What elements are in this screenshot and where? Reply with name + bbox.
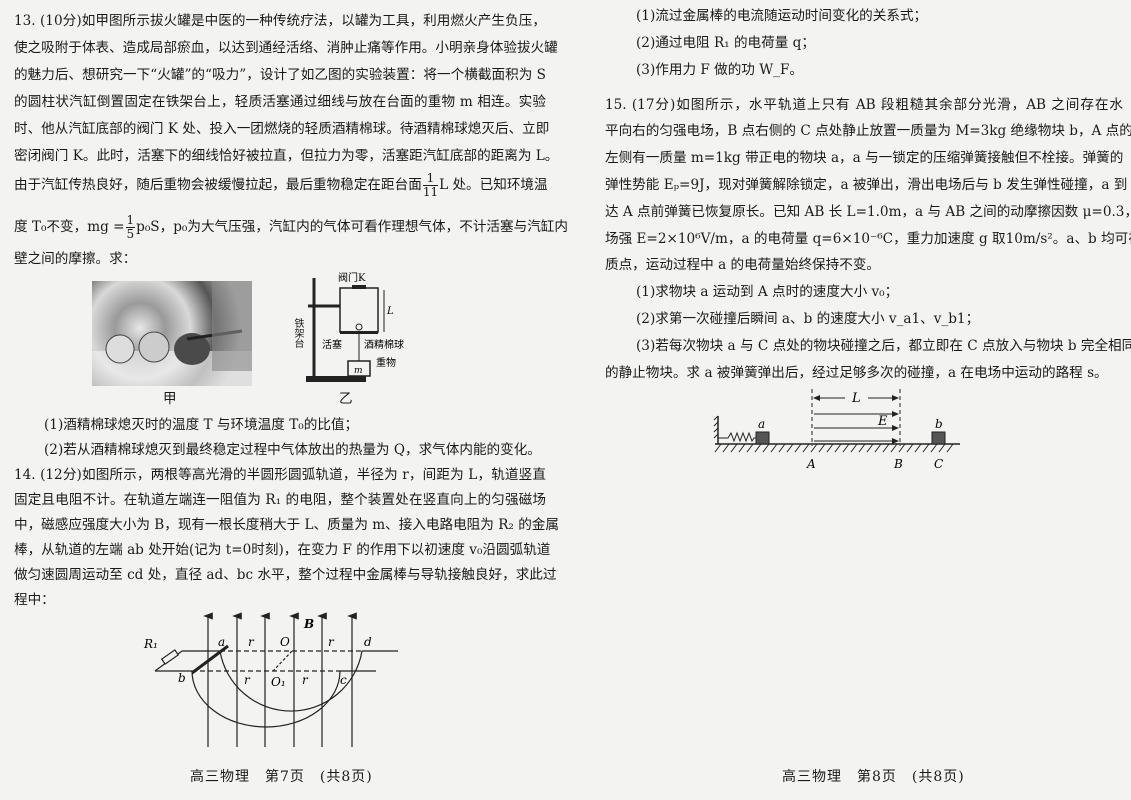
rail-diagram: R₁ a b c d O O₁ B r r r r: [143, 612, 398, 747]
radius-label: r: [328, 635, 335, 649]
cupping-photo-art: [92, 281, 252, 386]
point-d-label: d: [364, 635, 372, 649]
weight-label: 重物: [376, 356, 396, 369]
q13-line: 的魅力后、想研究一下“火罐”的“吸力”，设计了如乙图的实验装置：将一个横截面积为…: [14, 67, 546, 83]
page-footer: 高三物理 第7页 (共8页): [190, 769, 373, 785]
block-b: [931, 431, 946, 445]
apparatus-diagram: 阀门K L 活塞 酒精棉球 重物 m: [306, 271, 404, 382]
length-label: L: [386, 306, 394, 317]
radius-label: r: [244, 673, 251, 687]
block-b-label: b: [935, 417, 943, 431]
point-b-label: b: [178, 671, 186, 685]
center-o1-label: O₁: [271, 675, 286, 689]
q13-line: 13. (10分)如甲图所示拔火罐是中医的一种传统疗法，以罐为工具，利用燃火产生…: [14, 13, 546, 29]
q15-sub-question: (2)求第一次碰撞后瞬间 a、b 的速度大小 v_a1、v_b1；: [636, 311, 980, 327]
valve-label: 阀门K: [338, 271, 366, 284]
cupping-photo: [92, 281, 252, 386]
q14-sub-question: (2)通过电阻 R₁ 的电荷量 q；: [636, 35, 815, 51]
q13-sub-question: (1)酒精棉球熄灭时的温度 T 与环境温度 T₀的比值；: [44, 417, 359, 433]
point-c-label: C: [934, 457, 943, 471]
q15-line: 达 A 点前弹簧已恢复原长。已知 AB 长 L=1.0m，a 与 AB 之间的动…: [605, 204, 1131, 220]
q13-line: 壁之间的摩擦。求：: [14, 251, 137, 267]
text: 度 T₀不变，mg =: [14, 219, 125, 235]
q14-sub-question: (1)流过金属棒的电流随运动时间变化的关系式；: [636, 8, 928, 24]
q15-line: 平向右的匀强电场，B 点右侧的 C 点处静止放置一质量为 M=3kg 绝缘物块 …: [605, 123, 1131, 139]
q15-line: 弹性势能 Eₚ=9J，现对弹簧解除锁定，a 被弹出，滑出电场后与 b 发生弹性碰…: [605, 177, 1128, 193]
track-diagram: L E a b A B C: [713, 389, 960, 471]
page-footer: 高三物理 第8页 (共8页): [782, 769, 965, 785]
text: L 处。已知环境温: [439, 177, 548, 193]
radius-label: r: [302, 673, 309, 687]
q14-line: 程中：: [14, 592, 55, 608]
q14-line: 做匀速圆周运动至 cd 处，直径 ad、bc 水平，整个过程中金属棒与导轨接触良…: [14, 567, 557, 583]
stand-label: 铁架台: [292, 318, 303, 348]
q13-sub-question: (2)若从酒精棉球熄灭到最终稳定过程中气体放出的热量为 Q，求气体内能的变化。: [44, 442, 541, 458]
numerator: 1: [422, 172, 439, 186]
q14-sub-question: (3)作用力 F 做的功 W_F。: [636, 62, 804, 78]
field-b-label: B: [303, 617, 314, 631]
figure-caption-yi: 乙: [339, 391, 353, 407]
point-b-label: B: [893, 457, 903, 471]
q15-line: 左侧有一质量 m=1kg 带正电的物块 a，a 与一锁定的压缩弹簧接触但不栓接。…: [605, 150, 1124, 166]
resistor-label: R₁: [143, 637, 158, 651]
q15-line: 质点，运动过程中 a 的电荷量始终保持不变。: [605, 257, 881, 273]
field-e-label: E: [877, 414, 888, 429]
q14-line: 棒，从轨道的左端 ab 处开始(记为 t=0时刻)，在变力 F 的作用下以初速度…: [14, 542, 551, 558]
text: p₀S，p₀为大气压强，汽缸内的气体可看作理想气体，不计活塞与汽缸内: [136, 219, 568, 235]
block-a: [755, 431, 770, 445]
text: 由于汽缸传热良好，随后重物会被缓慢拉起，最后重物稳定在距台面: [14, 177, 422, 193]
length-label: L: [851, 391, 861, 406]
q15-sub-question: (3)若每次物块 a 与 C 点处的物块碰撞之后，都立即在 C 点放入与物块 b…: [636, 338, 1131, 354]
q14-line: 固定且电阻不计。在轨道左端连一阻值为 R₁ 的电阻，整个装置处在竖直向上的匀强磁…: [14, 492, 546, 508]
q13-line: 密闭阀门 K。此时，活塞下的细线恰好被拉直，但拉力为零，活塞距汽缸底部的距离为 …: [14, 148, 559, 164]
q13-line: 的圆柱状汽缸倒置固定在铁架台上，轻质活塞通过细线与放在台面的重物 m 相连。实验: [14, 94, 546, 110]
figure-caption-jia: 甲: [163, 391, 177, 407]
block-a-label: a: [758, 417, 765, 431]
q13-line: 时、他从汽缸底部的阀门 K 处、投入一团燃烧的轻质酒精棉球。待酒精棉球熄灭后、立…: [14, 121, 550, 137]
point-a-label: A: [806, 457, 816, 471]
cotton-label: 酒精棉球: [364, 338, 404, 351]
denominator: 11: [422, 185, 439, 199]
mass-label: m: [354, 366, 363, 376]
radius-label: r: [248, 635, 255, 649]
numerator: 1: [125, 213, 136, 228]
q14-line: 14. (12分)如图所示，两根等高光滑的半圆形圆弧轨道，半径为 r，间距为 L…: [14, 467, 546, 483]
center-o-label: O: [280, 635, 290, 649]
q14-line: 中，磁感应强度大小为 B，现有一根长度稍大于 L、质量为 m、接入电路电阻为 R…: [14, 517, 559, 533]
q13-line: 使之吸附于体表、造成局部瘀血，以达到通经活络、消肿止痛等作用。小明亲身体验拔火罐: [14, 40, 558, 56]
q15-line: 15. (17分)如图所示，水平轨道上只有 AB 段粗糙其余部分光滑，AB 之间…: [605, 97, 1123, 113]
point-c-label: c: [340, 673, 347, 687]
q15-line: 的静止物块。求 a 被弹簧弹出后，经过足够多次的碰撞，a 在电场中运动的路程 s…: [605, 365, 1108, 381]
denominator: 5: [126, 227, 135, 241]
point-a-label: a: [218, 635, 225, 649]
q15-sub-question: (1)求物块 a 运动到 A 点时的速度大小 v₀；: [636, 284, 899, 300]
q15-line: 场强 E=2×10⁶V/m，a 的电荷量 q=6×10⁻⁶C，重力加速度 g 取…: [605, 231, 1131, 247]
piston-label: 活塞: [322, 338, 342, 351]
